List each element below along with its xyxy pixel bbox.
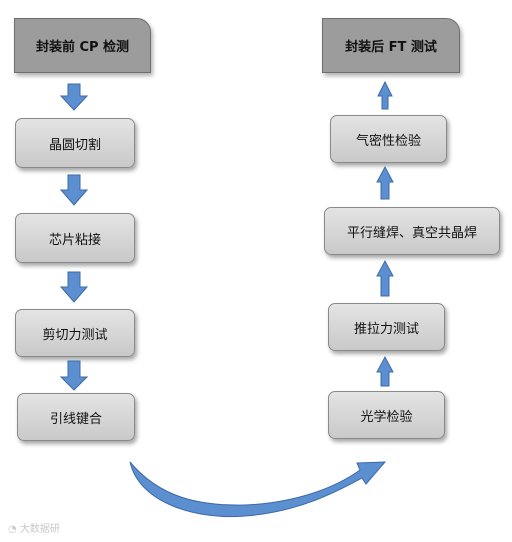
step-shear-test: 剪切力测试 (15, 309, 135, 357)
step-label: 推拉力测试 (353, 321, 419, 337)
pre-package-cp-test-header: 封装前 CP 检测 (14, 18, 151, 73)
chat-bubble-icon: ◔ (8, 524, 17, 535)
curved-connector-arrow-icon (129, 461, 387, 518)
step-optical-inspection: 光学检验 (328, 391, 445, 439)
step-label: 光学检验 (360, 409, 413, 425)
up-arrow-icon (376, 259, 394, 297)
step-label: 气密性检验 (355, 133, 421, 149)
step-seam-welding-eutectic: 平行缝焊、真空共晶焊 (324, 207, 500, 255)
step-label: 引线键合 (49, 411, 102, 427)
down-arrow-icon (59, 174, 89, 206)
down-arrow-icon (59, 271, 89, 303)
step-wire-bonding: 引线键合 (17, 393, 135, 441)
watermark-text: 大数据研 (19, 524, 60, 535)
down-arrow-icon (59, 83, 89, 111)
up-arrow-icon (376, 355, 394, 387)
step-label: 剪切力测试 (42, 327, 108, 343)
post-package-ft-test-header: 封装后 FT 测试 (322, 18, 460, 73)
header-label: 封装后 FT 测试 (345, 40, 437, 55)
header-label: 封装前 CP 检测 (35, 40, 130, 55)
watermark: ◔ 大数据研 (8, 520, 60, 535)
step-pull-push-test: 推拉力测试 (328, 303, 445, 351)
step-hermeticity-test: 气密性检验 (330, 115, 447, 163)
step-label: 芯片粘接 (48, 232, 101, 248)
step-label: 平行缝焊、真空共晶焊 (346, 225, 477, 241)
up-arrow-icon (377, 80, 393, 110)
step-label: 晶圆切割 (48, 137, 101, 153)
up-arrow-icon (376, 165, 394, 200)
step-wafer-dicing: 晶圆切割 (15, 118, 135, 168)
down-arrow-icon (59, 360, 89, 391)
step-die-attach: 芯片粘接 (15, 213, 135, 263)
